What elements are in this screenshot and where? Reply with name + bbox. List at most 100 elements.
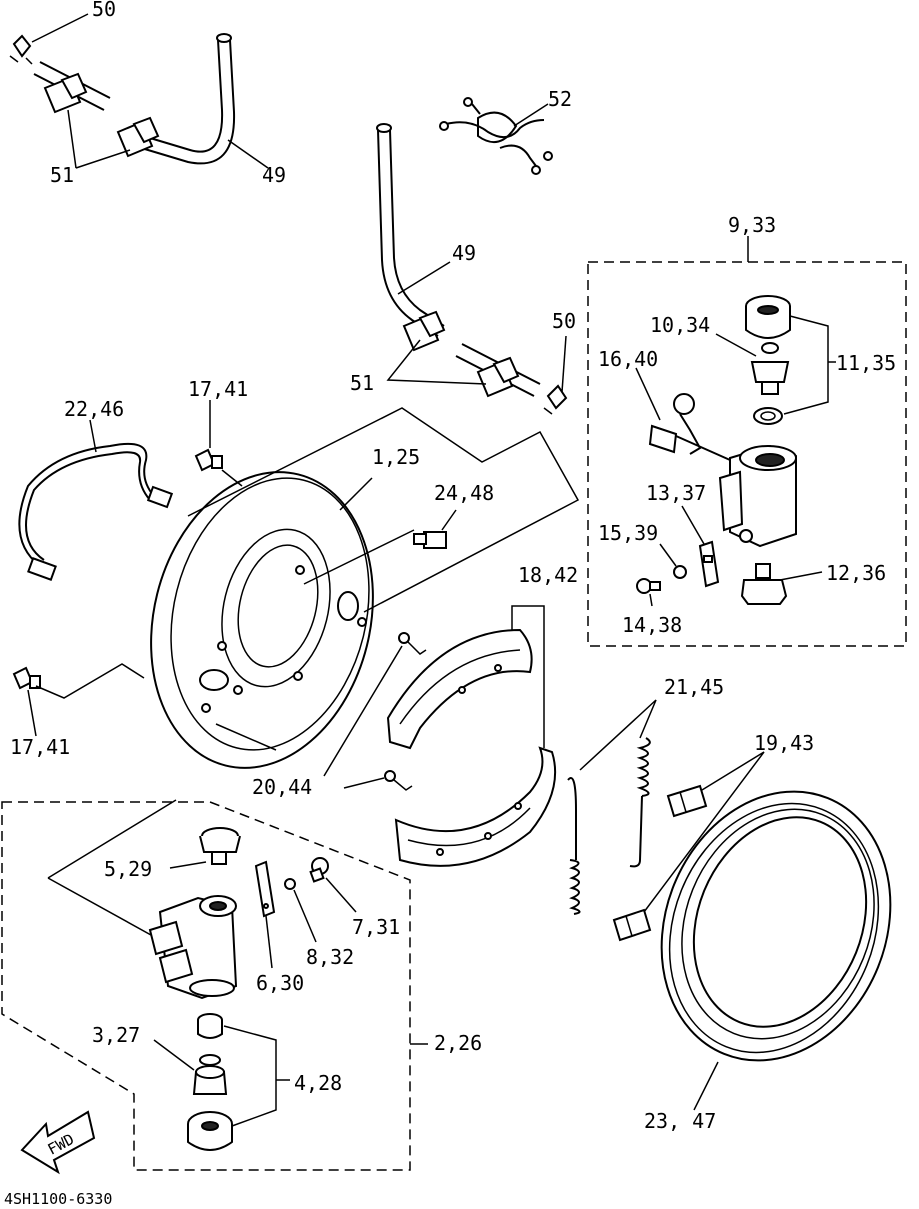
- label-22-46: 22,46: [64, 397, 124, 421]
- hose-clamp-upper-2: [116, 116, 160, 158]
- label-20-44: 20,44: [252, 775, 312, 799]
- leader-23-47: [693, 1061, 719, 1111]
- brake-shoe-lower: [394, 746, 557, 867]
- screw-14-38: [636, 578, 661, 594]
- label-15-39: 15,39: [598, 521, 658, 545]
- label-5-29: 5,29: [104, 857, 152, 881]
- leader-52: [513, 103, 549, 127]
- leader-51a: [67, 109, 131, 169]
- label-52: 52: [548, 87, 572, 111]
- leader-18-42: [511, 605, 545, 748]
- leader-15-39: [659, 543, 677, 567]
- hose-clamp-upper-1: [43, 72, 88, 114]
- brake-drum: [660, 790, 892, 1062]
- leader-17-41b-b: [27, 689, 37, 737]
- plate-6-30: [254, 860, 276, 918]
- seal-ring-11-35: [753, 407, 783, 425]
- label-18-42: 18,42: [518, 563, 578, 587]
- bracket-13-37: [698, 540, 720, 588]
- washer-15-39: [673, 565, 687, 579]
- label-24-48: 24,48: [434, 481, 494, 505]
- leader-24-48-b: [303, 529, 415, 585]
- bleeder-valve-10-34: [750, 342, 790, 395]
- brake-hose-middle: [376, 123, 568, 415]
- washer-8-32: [284, 878, 296, 890]
- leader-8-32: [293, 889, 317, 943]
- label-49a: 49: [262, 163, 286, 187]
- leader-3-27: [153, 1039, 195, 1071]
- pin-20-44-upper: [398, 632, 427, 655]
- leader-11-35: [783, 315, 829, 415]
- leader-19-43: [643, 751, 765, 913]
- clip-19-43-lower: [612, 908, 652, 942]
- leader-20-44: [323, 645, 403, 789]
- hose-clip-upper: [9, 34, 33, 65]
- wheel-cylinder-cap: [745, 295, 791, 339]
- outline-assembly-link: [187, 407, 580, 613]
- label-6-30: 6,30: [256, 971, 304, 995]
- label-23-47: 23, 47: [644, 1109, 716, 1133]
- bleed-fitting-16-40: [648, 393, 731, 461]
- leader-17-41a-b: [221, 469, 243, 487]
- cup-4-28-lower: [187, 1111, 233, 1151]
- adjuster-12-36: [740, 563, 788, 605]
- label-9-33: 9,33: [728, 213, 776, 237]
- label-4-28: 4,28: [294, 1071, 342, 1095]
- brake-pipe: [18, 442, 174, 581]
- label-50b: 50: [552, 309, 576, 333]
- leader-7-31: [325, 877, 357, 913]
- screw-7-31: [309, 857, 329, 883]
- label-50a: 50: [92, 0, 116, 21]
- leader-14-38: [649, 593, 653, 607]
- wheel-cylinder-lower: [148, 895, 238, 1000]
- label-16-40: 16,40: [598, 347, 658, 371]
- label-19-43: 19,43: [754, 731, 814, 755]
- hose-clamp-middle-2: [476, 356, 520, 398]
- label-1-25: 1,25: [372, 445, 420, 469]
- bleed-screw-upper: [194, 448, 223, 472]
- leader-6-30: [265, 915, 273, 969]
- pin-20-44-lower: [384, 770, 413, 791]
- leader-50a: [31, 13, 89, 43]
- bleed-screw-lower: [12, 666, 41, 690]
- retaining-spring-52: [439, 97, 553, 175]
- fwd-arrow: FWD: [20, 1110, 96, 1175]
- clip-19-43-upper: [666, 784, 708, 818]
- leader-17-41b: [35, 663, 145, 699]
- leader-13-37: [681, 505, 705, 545]
- label-13-37: 13,37: [646, 481, 706, 505]
- bolt-24-48: [413, 531, 447, 549]
- label-12-36: 12,36: [826, 561, 886, 585]
- leader-12-36: [779, 571, 823, 581]
- hose-clamp-middle-1: [402, 310, 446, 352]
- label-11-35: 11,35: [836, 351, 896, 375]
- label-2-26: 2,26: [434, 1031, 482, 1055]
- label-51a: 51: [50, 163, 74, 187]
- cup-4-28-upper: [197, 1013, 223, 1039]
- return-spring-21-45: [567, 737, 651, 915]
- leader-10-34: [715, 333, 757, 357]
- brake-shoe-upper: [386, 628, 533, 750]
- leader-1-25: [339, 477, 373, 511]
- leader-16-40: [635, 367, 661, 421]
- leader-49b: [397, 261, 451, 295]
- label-17-41a: 17,41: [188, 377, 248, 401]
- wheel-cylinder-box-lower: [1, 801, 411, 1171]
- brake-hose-upper: [9, 33, 236, 165]
- label-14-38: 14,38: [622, 613, 682, 637]
- piston-3-27: [192, 1054, 228, 1095]
- label-49b: 49: [452, 241, 476, 265]
- label-3-27: 3,27: [92, 1023, 140, 1047]
- label-17-41b: 17,41: [10, 735, 70, 759]
- label-8-32: 8,32: [306, 945, 354, 969]
- label-51b: 51: [350, 371, 374, 395]
- leader-5-29: [169, 861, 207, 869]
- outline-lower-link: [47, 799, 177, 941]
- leader-51b: [386, 339, 487, 385]
- wheel-cylinder-body: [718, 444, 797, 548]
- leader-22-46: [89, 419, 97, 453]
- brake-backing-plate: [150, 471, 374, 769]
- leader-4-28: [223, 1025, 277, 1127]
- leader-24-48: [441, 509, 457, 531]
